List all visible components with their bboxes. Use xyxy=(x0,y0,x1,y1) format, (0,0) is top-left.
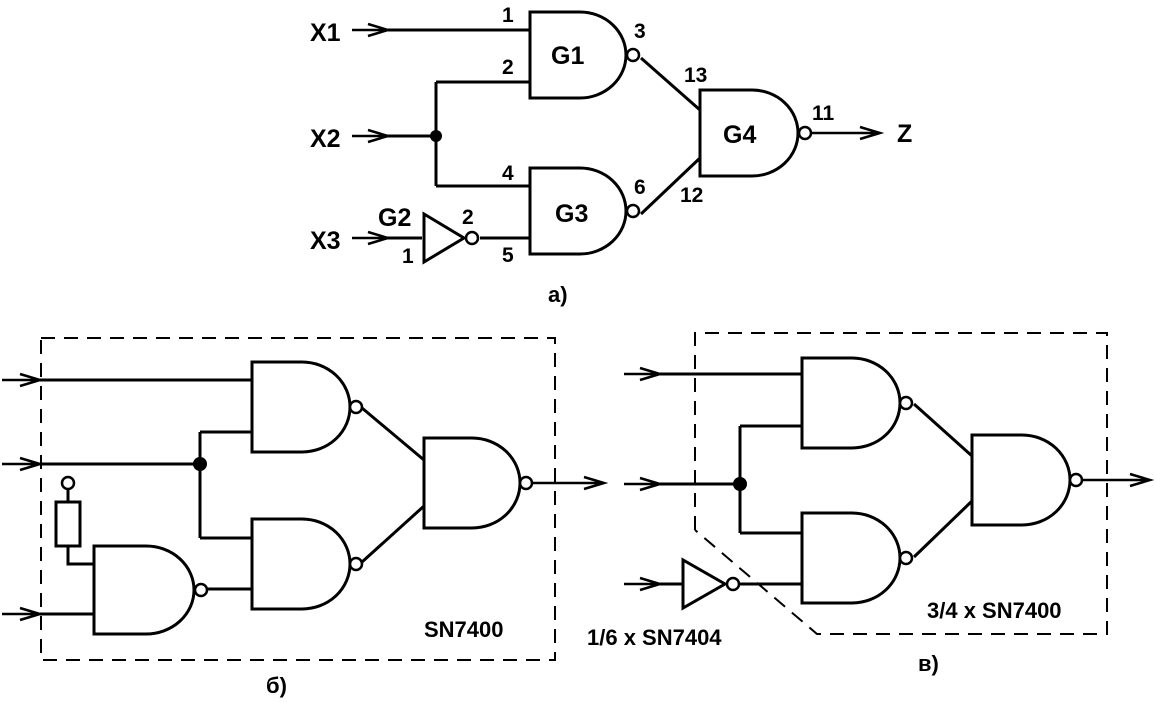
gate-c-g1 xyxy=(800,356,902,450)
pin-g1-in1: 1 xyxy=(502,4,514,27)
gate-label-g3: G3 xyxy=(555,200,588,228)
x2-arrow xyxy=(352,128,393,144)
gate-label-g4: G4 xyxy=(723,121,756,149)
junction-dot xyxy=(733,477,747,491)
gate-b-g1 xyxy=(250,360,352,454)
pin-g3-in1: 4 xyxy=(502,162,514,185)
c-out-arrow xyxy=(1082,472,1155,488)
chip-label-b: SN7400 xyxy=(424,617,504,642)
gate-c-g3 xyxy=(800,511,902,605)
c-in2-arrow xyxy=(624,476,665,492)
g4-bubble xyxy=(797,125,813,141)
pin-g4-in1: 13 xyxy=(684,64,707,87)
wire-g3-g4 xyxy=(639,156,702,216)
c-g3-bubble xyxy=(898,550,914,566)
caption-c: в) xyxy=(918,651,939,676)
gate-g1 xyxy=(528,10,628,100)
pin-g4-in2: 12 xyxy=(680,184,703,207)
caption-a: a) xyxy=(548,282,568,307)
pin-g2-in: 1 xyxy=(402,245,414,268)
gate-g3 xyxy=(528,166,628,256)
gate-g2 xyxy=(422,211,467,265)
junction-dot xyxy=(193,457,207,471)
g2-bubble xyxy=(464,230,480,246)
b-in1-arrow xyxy=(2,372,45,388)
pin-g2-out: 2 xyxy=(462,206,474,229)
input-label-x1: X1 xyxy=(310,19,341,47)
chip-boundary-c xyxy=(694,332,1108,635)
b-g3-bubble xyxy=(348,556,364,572)
chip-label-c-nand: 3/4 x SN7400 xyxy=(927,598,1062,623)
pin-g1-out: 3 xyxy=(634,20,646,43)
gate-label-g1: G1 xyxy=(551,42,584,70)
b-g1-bubble xyxy=(348,399,364,415)
b-in2-arrow xyxy=(2,456,45,472)
pullup-resistor xyxy=(54,500,82,548)
diagram-c: 3/4 x SN7400 1/6 x SN7404 в) xyxy=(587,332,1155,676)
c-g1-bubble xyxy=(898,395,914,411)
gate-c-g4 xyxy=(970,433,1072,527)
g1-bubble xyxy=(625,47,641,63)
x3-arrow xyxy=(352,230,393,246)
gate-c-inverter xyxy=(681,557,729,611)
wire-g1-g4 xyxy=(640,56,701,112)
wire-b-pullup xyxy=(66,490,94,566)
x1-arrow xyxy=(352,22,393,38)
gate-g4 xyxy=(698,88,800,178)
pin-g3-out: 6 xyxy=(634,176,646,199)
pin-g4-out: 11 xyxy=(812,102,835,125)
b-out-arrow xyxy=(532,475,609,491)
input-label-x3: X3 xyxy=(310,227,341,255)
wire-c-g3-g4 xyxy=(912,499,974,559)
b-g4-bubble xyxy=(518,475,534,491)
junction-dot xyxy=(430,130,442,142)
gate-b-g4 xyxy=(422,436,522,530)
c-in3-arrow xyxy=(624,576,665,592)
pin-g3-in2: 5 xyxy=(502,244,514,267)
gate-b-g3 xyxy=(250,517,352,611)
chip-boundary-b xyxy=(40,337,556,661)
caption-b: б) xyxy=(266,673,287,698)
output-label-z: Z xyxy=(897,120,912,148)
gate-label-g2: G2 xyxy=(378,204,411,232)
wire-b-g3-g4 xyxy=(360,504,426,564)
wire-c-g1-g4 xyxy=(912,402,974,458)
diagram-b: SN7400 б) xyxy=(2,337,609,698)
c-in1-arrow xyxy=(624,366,665,382)
gate-b-g2-nand xyxy=(92,544,196,636)
c-inverter-bubble xyxy=(725,576,741,592)
input-label-x2: X2 xyxy=(310,125,341,153)
wire-b-g1-g4 xyxy=(361,406,425,462)
pin-g1-in2: 2 xyxy=(502,56,514,79)
b-in3-arrow xyxy=(2,606,45,622)
pullup-terminal xyxy=(60,475,76,491)
z-arrow xyxy=(811,125,885,141)
c-g4-bubble xyxy=(1068,472,1084,488)
diagram-a: X1 X2 X3 Z G1 G3 G4 G2 1 2 3 4 5 6 1 2 1… xyxy=(310,4,912,307)
b-g2-bubble xyxy=(193,582,209,598)
g3-bubble xyxy=(625,203,641,219)
chip-label-c-inverter: 1/6 x SN7404 xyxy=(587,625,722,650)
